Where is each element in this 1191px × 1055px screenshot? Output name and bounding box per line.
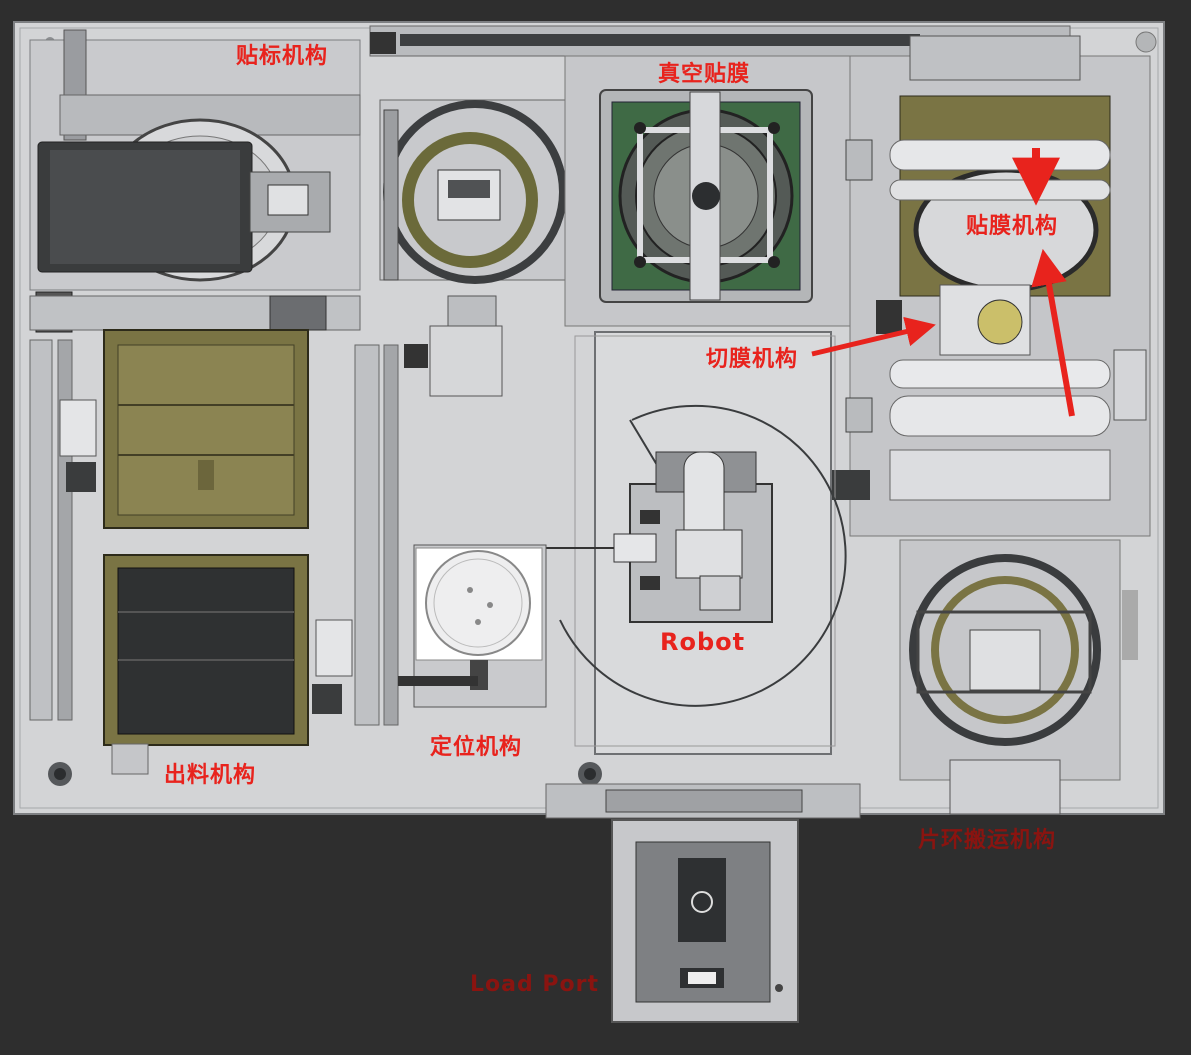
load-port-label: Load Port [470,972,599,997]
load-port [545,783,861,1023]
label-mechanism [29,29,361,333]
frame-handling-mechanism [899,539,1138,815]
output-mechanism [29,329,399,775]
robot-area [540,331,847,755]
film-mechanism [830,35,1151,537]
ring-rotator [379,99,567,397]
alignment-mechanism [398,544,547,708]
robot-label: Robot [660,628,746,656]
alignment-mechanism-label: 定位机构 [430,735,523,760]
film-mechanism-label: 贴膜机构 [966,214,1059,239]
vacuum-film-label: 真空贴膜 [658,62,751,87]
output-mechanism-label: 出料机构 [164,763,257,788]
label-mechanism-label: 贴标机构 [236,44,329,69]
annotation-arrows [811,148,1075,417]
frame-mechanism-label: 片环搬运机构 [918,828,1057,853]
vacuum-film-station [564,55,851,327]
cutter-mechanism-label: 切膜机构 [706,347,799,372]
